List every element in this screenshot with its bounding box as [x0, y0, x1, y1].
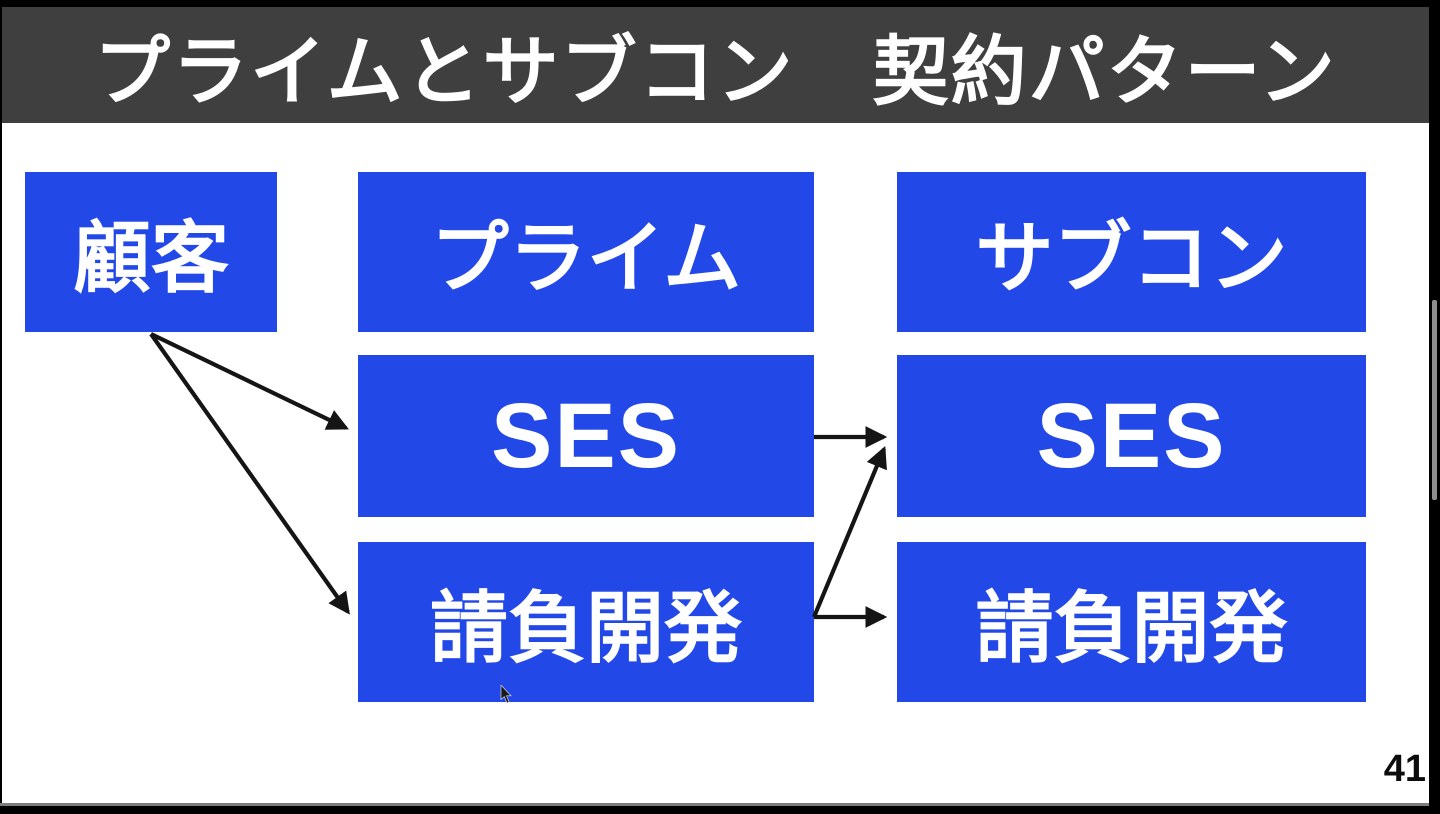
box-subcon-ses-label: SES: [1036, 384, 1227, 487]
box-subcon-contract-dev: 請負開発: [897, 542, 1366, 702]
box-subcon-header-label: サブコン: [975, 214, 1288, 302]
box-subcon-contract-dev-label: 請負開発: [975, 584, 1288, 672]
box-subcon-ses: SES: [897, 355, 1366, 517]
box-prime-header: プライム: [358, 172, 814, 332]
box-prime-ses-label: SES: [490, 384, 682, 487]
slide-bottom-edge: [0, 803, 1430, 806]
box-prime-ses: SES: [358, 355, 814, 517]
page-number: 41: [1383, 748, 1426, 790]
mouse-cursor-icon: [500, 685, 512, 704]
box-prime-contract-dev: 請負開発: [358, 542, 814, 702]
slide-title: プライムとサブコン 契約パターン: [94, 30, 1337, 115]
box-customer: 顧客: [25, 172, 277, 332]
slide-title-bar: プライムとサブコン 契約パターン: [2, 7, 1429, 123]
scrollbar-thumb[interactable]: [1432, 300, 1437, 500]
box-customer-label: 顧客: [72, 214, 229, 302]
box-prime-header-label: プライム: [430, 214, 742, 302]
box-prime-contract-dev-label: 請負開発: [429, 584, 742, 672]
box-subcon-header: サブコン: [897, 172, 1366, 332]
